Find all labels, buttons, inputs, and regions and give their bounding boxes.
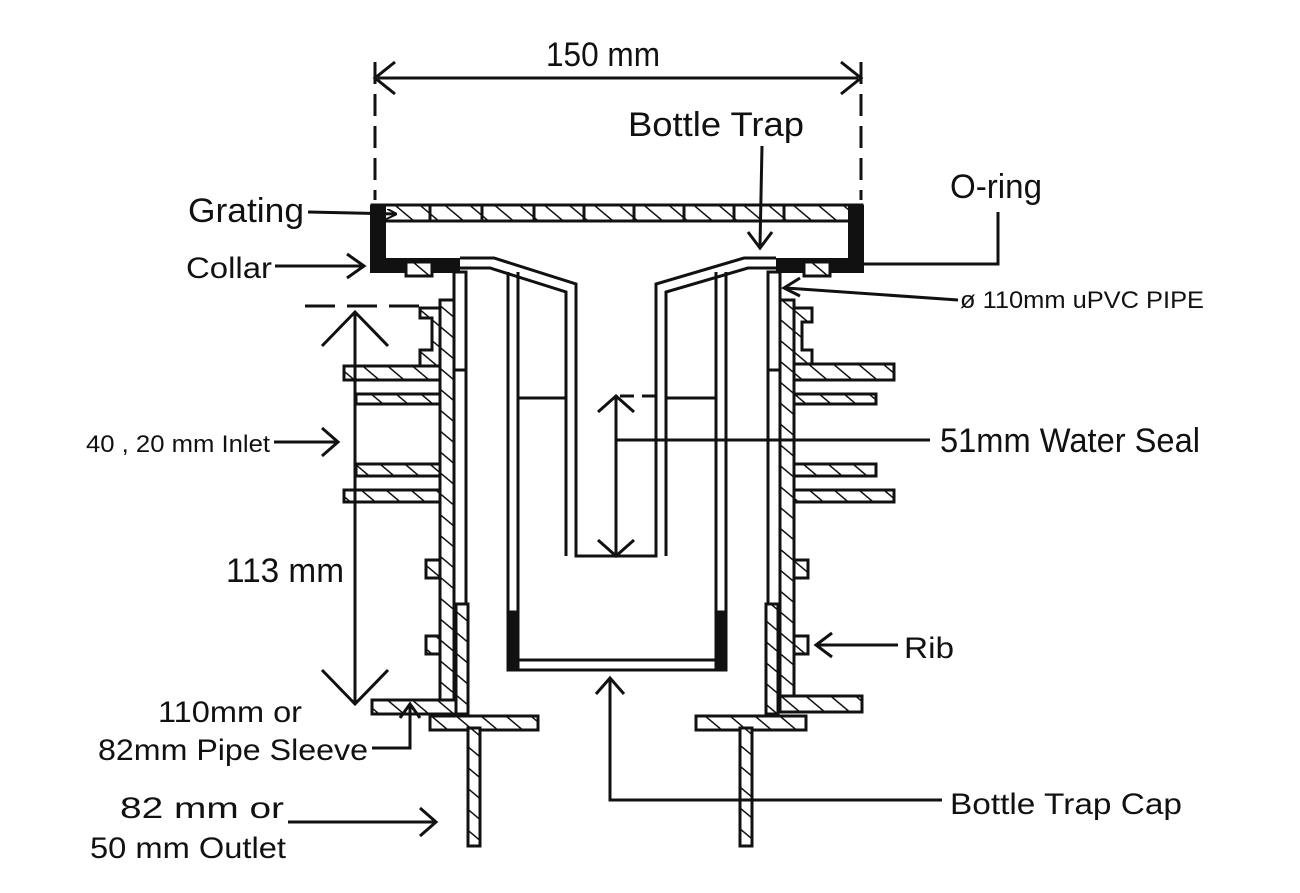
- label-collar: Collar: [186, 252, 272, 285]
- right-body-wall: [694, 298, 896, 848]
- left-body-wall: [342, 298, 540, 848]
- label-inlet: 40 , 20 mm Inlet: [86, 431, 270, 458]
- label-overall-width: 150 mm: [546, 36, 660, 74]
- leader-lines: [274, 145, 1000, 838]
- label-pipe-sleeve-line1: 110mm or: [158, 696, 302, 729]
- label-grating: Grating: [188, 192, 304, 230]
- label-pipe-sleeve-line2: 82mm Pipe Sleeve: [98, 734, 368, 767]
- label-bottle-trap: Bottle Trap: [628, 106, 804, 144]
- label-height: 113 mm: [226, 552, 344, 590]
- labels: 150 mm Bottle Trap Grating O-ring Collar…: [86, 36, 1204, 865]
- label-upvc-pipe: ø 110mm uPVC PIPE: [960, 287, 1204, 314]
- bottle-trap-cap: [506, 272, 728, 672]
- label-outlet-line1: 82 mm or: [120, 792, 284, 825]
- label-water-seal: 51mm Water Seal: [940, 422, 1200, 460]
- label-rib: Rib: [904, 632, 954, 665]
- label-o-ring: O-ring: [950, 168, 1042, 206]
- width-dimension: [372, 60, 864, 200]
- label-outlet-line2: 50 mm Outlet: [90, 832, 287, 865]
- label-bottle-trap-cap: Bottle Trap Cap: [950, 788, 1182, 821]
- height-dimension: [305, 304, 420, 707]
- water-seal-dimension: [597, 393, 930, 559]
- grating: [370, 203, 864, 223]
- o-ring-seals: [404, 260, 832, 278]
